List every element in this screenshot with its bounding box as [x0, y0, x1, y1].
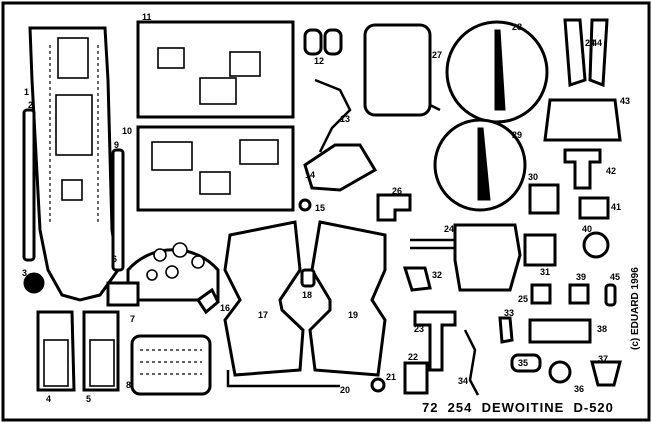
part-10-panel — [136, 125, 295, 212]
part-33-lever — [498, 316, 514, 344]
label-part-44: 44 — [592, 38, 602, 48]
part-32-hook — [402, 266, 432, 292]
part-12-clips — [303, 28, 343, 56]
label-part-40: 40 — [582, 224, 592, 234]
label-part-36: 36 — [574, 384, 584, 394]
label-part-24a: 24 — [444, 224, 454, 234]
part-35-pad — [510, 353, 542, 373]
label-part-3: 3 — [22, 268, 27, 278]
part-13-linkage — [314, 78, 352, 153]
label-part-37: 37 — [598, 354, 608, 364]
part-2-stringer — [22, 108, 36, 262]
part-37-cup — [590, 360, 622, 387]
label-part-21: 21 — [386, 372, 396, 382]
label-part-4: 4 — [46, 394, 51, 404]
label-part-35: 35 — [518, 358, 528, 368]
label-part-34: 34 — [458, 376, 468, 386]
label-part-14: 14 — [305, 170, 315, 180]
label-part-13: 13 — [340, 114, 350, 124]
part-44-pair — [563, 18, 609, 88]
label-part-41: 41 — [611, 202, 621, 212]
label-part-5: 5 — [86, 394, 91, 404]
label-part-8: 8 — [126, 380, 131, 390]
part-41-grille — [578, 196, 610, 220]
part-16-clip — [195, 287, 220, 315]
label-part-6: 6 — [112, 254, 117, 264]
fret-copyright: (c) EDUARD 1996 — [630, 267, 641, 350]
label-part-15: 15 — [315, 203, 325, 213]
part-8-seat — [130, 334, 212, 396]
label-part-25: 25 — [518, 294, 528, 304]
label-part-2: 2 — [28, 100, 33, 110]
part-19-seat-half — [308, 220, 387, 377]
label-part-23: 23 — [414, 324, 424, 334]
part-34-rod — [463, 329, 480, 396]
part-28-disc — [445, 20, 549, 124]
label-part-28: 28 — [512, 22, 522, 32]
part-7-bracket — [106, 281, 140, 307]
part-18-tab — [300, 268, 316, 288]
part-27-plate — [363, 23, 432, 117]
label-part-38: 38 — [597, 324, 607, 334]
label-part-16: 16 — [220, 303, 230, 313]
part-15-ring — [298, 198, 312, 212]
label-part-22: 22 — [408, 352, 418, 362]
label-part-10: 10 — [122, 126, 132, 136]
part-21-clip — [370, 377, 386, 393]
label-part-19: 19 — [348, 310, 358, 320]
part-45-tab — [604, 283, 617, 307]
part-14-pedal — [303, 143, 378, 192]
part-24-bracket — [410, 223, 522, 292]
part-23-bracket — [413, 310, 457, 372]
part-1-floor — [28, 26, 120, 302]
part-6-instrument-panel — [126, 242, 220, 302]
label-part-42: 42 — [606, 166, 616, 176]
label-part-31: 31 — [540, 267, 550, 277]
label-part-27: 27 — [432, 50, 442, 60]
label-part-39: 39 — [576, 272, 586, 282]
label-part-20: 20 — [340, 385, 350, 395]
label-part-7: 7 — [130, 314, 135, 324]
label-part-1: 1 — [24, 87, 29, 97]
label-part-30: 30 — [528, 172, 538, 182]
part-26-bracket — [376, 193, 412, 222]
fret-caption: 72 254 DEWOITINE D-520 — [422, 400, 614, 415]
part-22-plate — [403, 361, 429, 395]
label-part-45: 45 — [610, 272, 620, 282]
label-part-9: 9 — [114, 140, 119, 150]
part-43-windscreen — [543, 98, 622, 142]
label-part-43: 43 — [620, 96, 630, 106]
label-part-12: 12 — [314, 56, 324, 66]
label-part-32: 32 — [432, 270, 442, 280]
label-part-26: 26 — [392, 186, 402, 196]
part-40-wheel — [582, 231, 610, 259]
part-9-stringer — [111, 148, 125, 272]
part-36-knob — [548, 360, 572, 384]
label-part-24b: 24 — [585, 38, 595, 48]
part-20-rod — [226, 370, 340, 388]
label-part-17: 17 — [258, 310, 268, 320]
part-25-square — [530, 283, 552, 305]
label-part-18: 18 — [302, 290, 312, 300]
label-part-11: 11 — [142, 12, 152, 22]
part-30-box — [528, 183, 560, 215]
label-part-29: 29 — [512, 130, 522, 140]
part-29-disc — [433, 118, 527, 212]
part-11-panel — [136, 20, 295, 119]
part-3-disc — [23, 272, 45, 294]
part-17-seat-half — [223, 220, 305, 377]
part-39-square — [568, 283, 590, 305]
part-42-bracket — [563, 148, 602, 190]
label-part-33: 33 — [504, 308, 514, 318]
part-38-grille — [528, 318, 592, 344]
part-31-bracket — [523, 233, 557, 267]
